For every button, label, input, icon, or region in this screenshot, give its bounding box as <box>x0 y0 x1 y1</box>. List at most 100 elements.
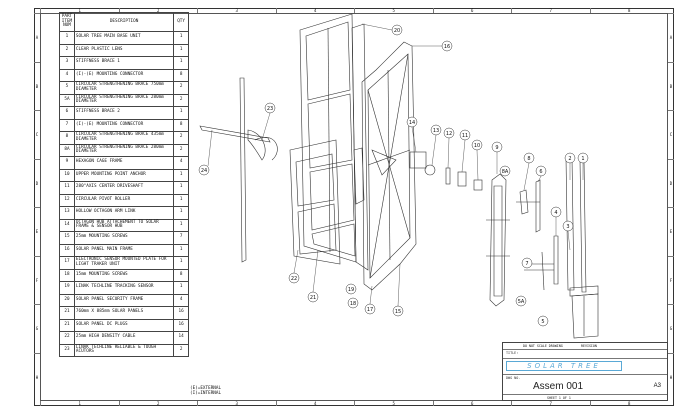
callout-10: 10 <box>471 139 483 151</box>
callout-12: 12 <box>443 127 455 139</box>
callout-9: 9 <box>491 141 503 153</box>
svg-text:6: 6 <box>539 169 542 175</box>
tb-logo-row: SOLAR TREE <box>503 359 667 375</box>
zone-row: C <box>34 110 40 159</box>
zone-col: 4 <box>275 8 355 13</box>
svg-text:5: 5 <box>541 319 544 325</box>
zone-col: 1 <box>40 8 119 13</box>
svg-text:4: 4 <box>554 210 557 216</box>
callout-17: 17 <box>364 303 376 315</box>
zone-col: 6 <box>432 8 512 13</box>
zone-col: 4 <box>275 401 355 406</box>
callout-7: 7 <box>521 257 533 269</box>
solar-panel-array <box>289 13 357 265</box>
legend-external: (E)=EXTERNAL <box>190 386 222 391</box>
bom-header-row: PART ITEM NUM DESCRIPTION QTY <box>59 12 189 32</box>
callout-2: 2 <box>564 152 576 164</box>
svg-text:24: 24 <box>201 168 207 174</box>
svg-text:8: 8 <box>527 156 530 162</box>
svg-text:11: 11 <box>462 133 468 139</box>
zone-row: H <box>668 352 674 402</box>
callout-14: 14 <box>406 116 418 128</box>
svg-text:13: 13 <box>433 128 439 134</box>
zone-col: 7 <box>511 8 590 13</box>
zone-row: B <box>668 61 674 111</box>
zone-row: E <box>34 207 40 256</box>
callout-19: 19 <box>345 283 357 295</box>
zone-row: H <box>34 352 40 402</box>
bom-description: LINAK TECHLINE RELIABLE & TOUGH ACUTORS <box>73 343 175 357</box>
main-base-unit <box>565 157 599 339</box>
svg-text:9: 9 <box>495 145 498 151</box>
callout-16: 16 <box>441 40 453 52</box>
svg-text:17: 17 <box>367 307 373 313</box>
callout-18: 18 <box>347 297 359 309</box>
actuator-arm-part <box>199 77 278 263</box>
hub-components <box>409 151 483 191</box>
zone-row: B <box>34 61 40 111</box>
tb-title-label: TITLE: <box>506 351 519 355</box>
zone-row: G <box>34 304 40 353</box>
tb-notes-row: DO NOT SCALE DRAWING REVISION <box>503 343 667 350</box>
tb-dwg-row: DWG NO. Assem 001 A3 <box>503 375 667 395</box>
svg-text:5A: 5A <box>518 299 525 305</box>
tb-note-revision: REVISION <box>581 344 597 348</box>
svg-text:23: 23 <box>267 106 273 112</box>
zone-col: 3 <box>197 8 276 13</box>
bom-header-qty: QTY <box>173 12 189 32</box>
callout-5a: 5A <box>515 295 527 307</box>
svg-text:1: 1 <box>581 156 584 162</box>
zone-row: A <box>34 13 40 62</box>
bom-quantity: 2 <box>173 343 189 357</box>
zone-row: G <box>668 304 674 353</box>
title-block: DO NOT SCALE DRAWING REVISION TITLE: SOL… <box>502 342 668 401</box>
drawing-title: Assem 001 <box>533 381 584 392</box>
svg-text:19: 19 <box>348 287 354 293</box>
zone-col: 6 <box>432 401 512 406</box>
callout-5: 5 <box>537 315 549 327</box>
svg-text:18: 18 <box>350 301 356 307</box>
svg-text:8A: 8A <box>502 169 509 175</box>
zone-col: 2 <box>118 8 198 13</box>
svg-text:21: 21 <box>310 295 316 301</box>
callout-15: 15 <box>392 305 404 317</box>
bom-quantity: 1 <box>173 181 189 195</box>
bom-header-description: DESCRIPTION <box>73 12 175 32</box>
tb-sheet-row: SHEET 1 OF 1 <box>503 395 667 401</box>
zone-row: C <box>668 110 674 159</box>
bom-quantity: 1 <box>173 56 189 70</box>
zone-left: A B C D E F G H <box>34 13 40 401</box>
callout-24: 24 <box>198 164 210 176</box>
zone-right: A B C D E F G H <box>668 13 674 401</box>
callout-23: 23 <box>264 102 276 114</box>
callout-8a: 8A <box>499 165 511 177</box>
zone-bottom: 1 2 3 4 5 6 7 8 <box>40 401 668 406</box>
callout-4: 4 <box>550 206 562 218</box>
sheet-count: SHEET 1 OF 1 <box>547 396 571 400</box>
svg-text:20: 20 <box>394 28 400 34</box>
zone-col: 2 <box>118 401 198 406</box>
callout-20: 20 <box>391 24 403 36</box>
svg-text:22: 22 <box>291 276 297 282</box>
hexagon-cage-frame <box>486 173 510 307</box>
svg-text:14: 14 <box>409 120 415 126</box>
svg-text:2: 2 <box>568 156 571 162</box>
zone-col: 8 <box>589 401 669 406</box>
callout-11: 11 <box>459 129 471 141</box>
callout-21: 21 <box>307 291 319 303</box>
svg-text:7: 7 <box>525 261 528 267</box>
